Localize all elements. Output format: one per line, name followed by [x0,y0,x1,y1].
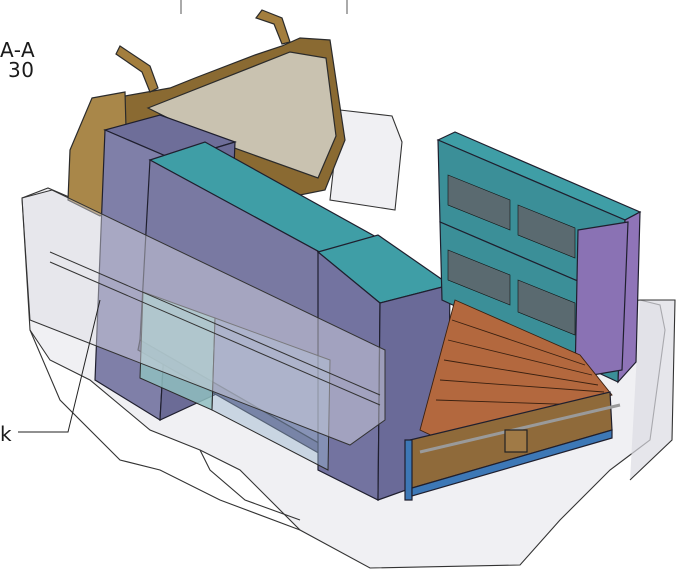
glass-access-panel [139,291,331,471]
scale-label: 30 [8,58,35,82]
drawing-frame-lines [180,0,348,14]
side-wall-overlay [21,189,386,446]
section-view-label: A-A [0,38,36,62]
callout-label: k [0,422,12,446]
front-cabinet [316,234,452,501]
mesh-panels [447,174,576,336]
open-rear-door [67,9,346,217]
callout-leader [18,299,101,433]
rear-bumper-step [404,391,621,501]
rear-shelving-unit [436,131,642,384]
